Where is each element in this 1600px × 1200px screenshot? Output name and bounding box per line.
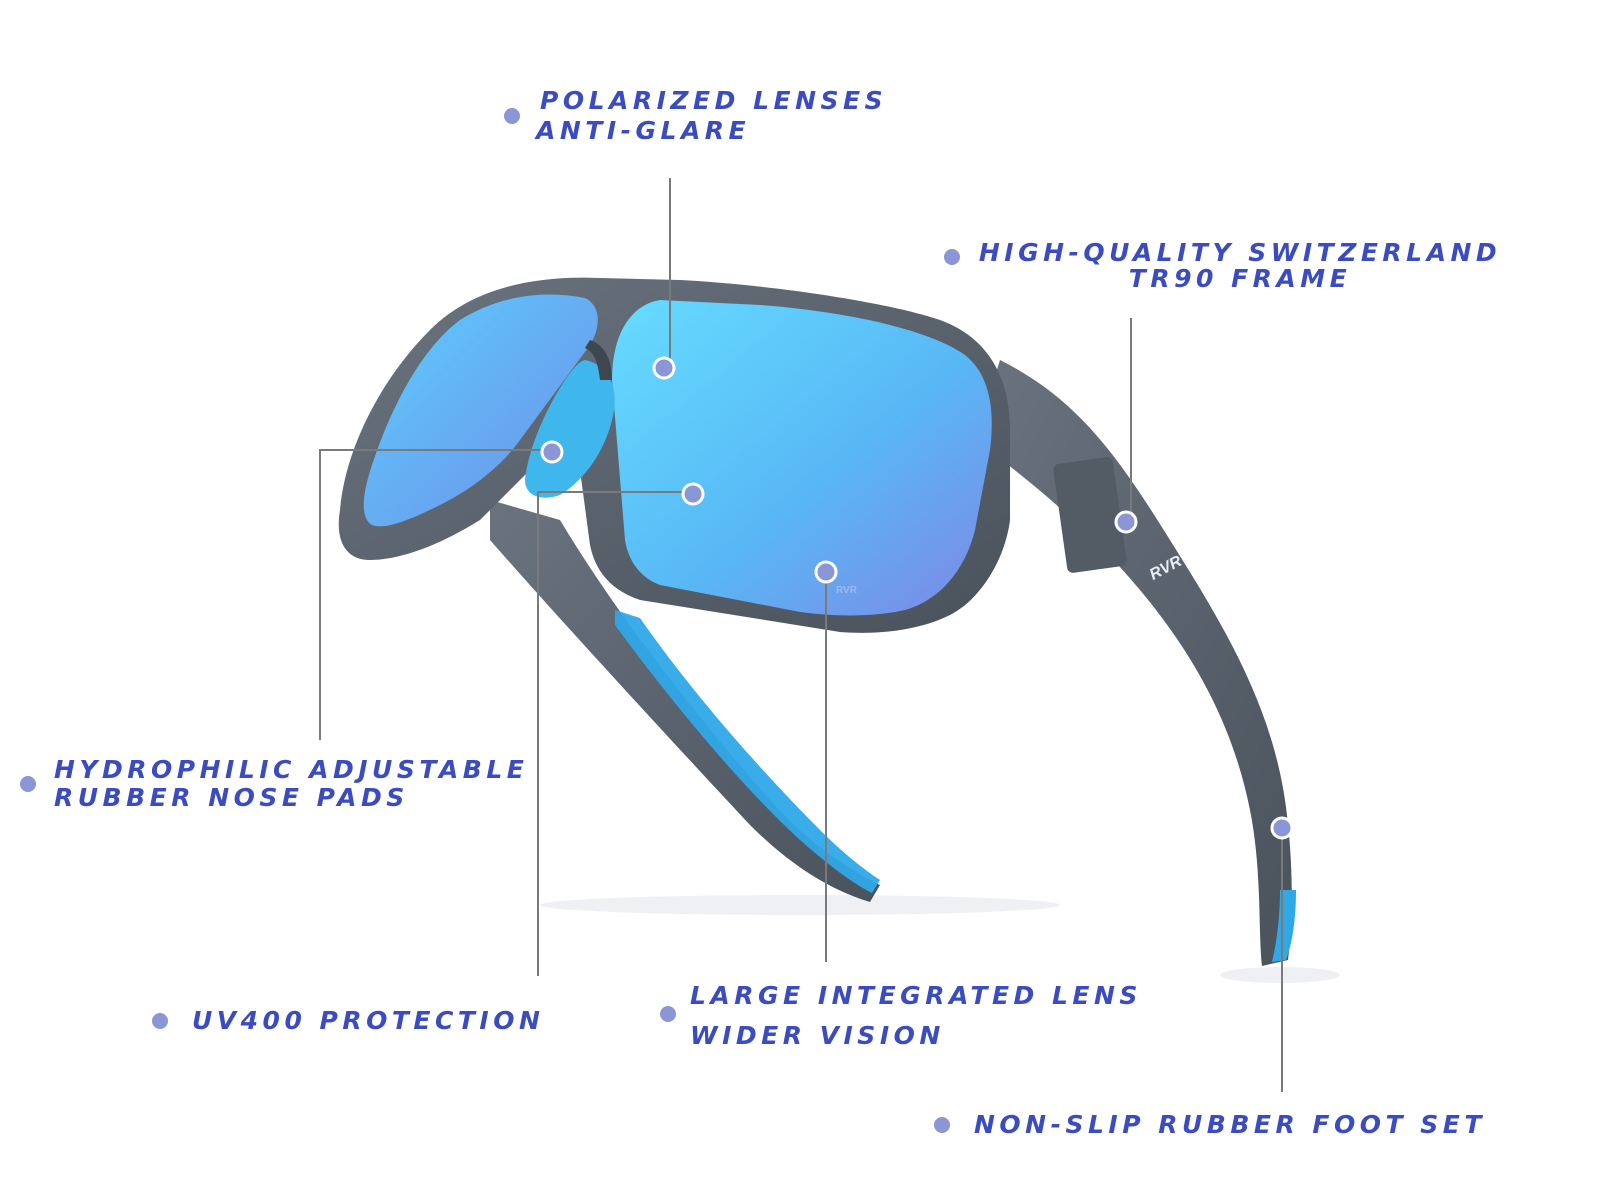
right-foot-accent <box>1272 890 1296 962</box>
lens-logo: RVR <box>836 585 858 596</box>
callout-uv400: UV400 PROTECTION <box>152 1006 544 1036</box>
callout-nose-pads-line1: HYDROPHILIC ADJUSTABLE <box>54 755 529 784</box>
callout-large-lens: LARGE INTEGRATED LENS WIDER VISION <box>660 976 1142 1056</box>
callout-polarized-line1: POLARIZED LENSES <box>540 86 888 115</box>
leader-nose-pads <box>319 449 552 740</box>
callout-lens-line1: LARGE INTEGRATED LENS <box>690 981 1142 1010</box>
marker-uv400 <box>681 482 705 506</box>
callout-nose-pads: HYDROPHILIC ADJUSTABLE RUBBER NOSE PADS <box>20 756 528 812</box>
right-lens <box>612 300 992 616</box>
nose-bridge-inner <box>585 340 612 380</box>
callout-frame-line1: HIGH-QUALITY SWITZERLAND <box>978 238 1502 267</box>
callout-markers <box>540 356 1294 840</box>
nose-pad <box>525 360 615 498</box>
leader-lines <box>319 178 1283 1092</box>
callout-polarized-line2: ANTI-GLARE <box>536 116 751 145</box>
bullet-dot <box>504 108 520 124</box>
marker-polarized <box>652 356 676 380</box>
callout-nose-pads-line2: RUBBER NOSE PADS <box>54 783 409 812</box>
right-temple-arm <box>975 360 1292 966</box>
left-lens <box>363 294 598 527</box>
callout-polarized-lenses: POLARIZED LENSES ANTI-GLARE <box>504 86 888 146</box>
marker-foot <box>1270 816 1294 840</box>
callout-frame-line2: TR90 FRAME <box>1128 264 1352 293</box>
ground-shadow-right <box>1220 967 1340 983</box>
bullet-dot <box>944 249 960 265</box>
bullet-dot <box>20 776 36 792</box>
marker-frame <box>1114 510 1138 534</box>
bullet-dot <box>152 1013 168 1029</box>
callout-uv400-line1: UV400 PROTECTION <box>192 1006 545 1035</box>
callout-foot-line1: NON-SLIP RUBBER FOOT SET <box>974 1110 1486 1139</box>
marker-nose-pads <box>540 440 564 464</box>
callout-lens-line2: WIDER VISION <box>690 1021 945 1050</box>
bullet-dot <box>934 1117 950 1133</box>
leader-uv400 <box>537 491 695 976</box>
callout-rubber-foot: NON-SLIP RUBBER FOOT SET <box>934 1110 1486 1140</box>
callout-frame: HIGH-QUALITY SWITZERLAND TR90 FRAME <box>944 238 1530 293</box>
ground-shadow <box>540 895 1060 915</box>
left-temple-accent <box>615 610 880 893</box>
bullet-dot <box>660 1006 676 1022</box>
right-hinge <box>1053 457 1127 573</box>
marker-lens <box>814 560 838 584</box>
